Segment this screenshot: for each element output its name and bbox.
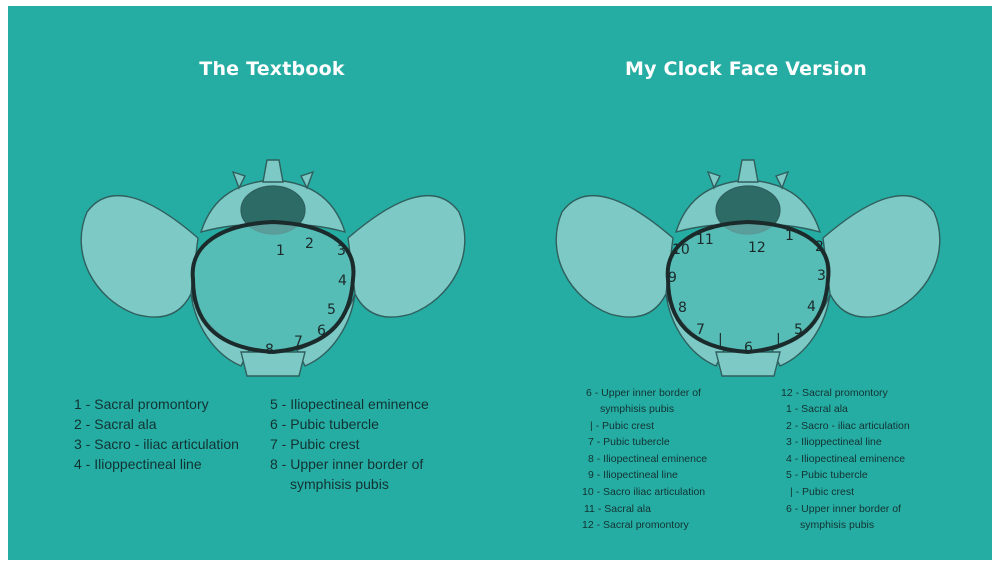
clock-label-4: 4 [807,299,816,315]
legend-item: 7 - Pubic tubercle [588,436,670,448]
clock-label-10: 10 [672,242,690,258]
legend-item: 3 - Ilioppectineal line [786,436,882,448]
legend-item: 12 - Sacral promontory [582,519,689,531]
legend-item: 6 - Pubic tubercle [270,416,379,432]
legend-item: | - Pubic crest [590,420,654,432]
clock-label-9: 9 [668,270,677,286]
legend-item: 5 - Pubic tubercle [786,469,868,481]
label-1: 1 [276,243,285,259]
legend-item: 7 - Pubic crest [270,436,359,452]
clock-label-6: 6 [744,340,753,356]
legend-item: symphisis pubis [290,476,389,492]
legend-item: 4 - Iliopectineal eminence [786,453,905,465]
pelvic-inlet-outline [193,222,354,352]
legend-item: 8 - Iliopectineal eminence [588,453,707,465]
legend-item: symphisis pubis [800,519,874,531]
legend-item: 5 - Iliopectineal eminence [270,396,429,412]
legend-item: | - Pubic crest [790,486,854,498]
legend-item: 6 - Upper inner border of [786,503,901,515]
legend-item: 3 - Sacro - iliac articulation [74,436,239,452]
clock-label-1: 1 [785,228,794,244]
legend-item: symphisis pubis [600,403,674,415]
clock-tick-right: | [776,332,781,348]
clock-label-7: 7 [696,322,705,338]
legend-item: 1 - Sacral promontory [74,396,209,412]
clock-label-8: 8 [678,300,687,316]
diagram-canvas: The Textbook 1 2 3 4 5 6 7 8 1 - Sacral [8,6,992,560]
legend-item: 8 - Upper inner border of [270,456,423,472]
legend-item: 2 - Sacral ala [74,416,156,432]
legend-item: 2 - Sacro - iliac articulation [786,420,910,432]
legend-item: 1 - Sacral ala [786,403,848,415]
label-7: 7 [294,334,303,350]
right-panel-title: My Clock Face Version [566,58,926,80]
clock-label-2: 2 [815,239,824,255]
legend-item: 4 - Ilioppectineal line [74,456,202,472]
clock-face-pelvis-diagram: 12 1 2 3 4 5 | 6 | 7 8 9 10 11 [548,154,948,384]
label-4: 4 [338,273,347,289]
textbook-pelvis-diagram: 1 2 3 4 5 6 7 8 [73,154,473,384]
clock-label-12: 12 [748,240,766,256]
label-3: 3 [337,243,346,259]
legend-item: 6 - Upper inner border of [586,387,701,399]
label-8: 8 [265,342,274,358]
clock-label-3: 3 [817,268,826,284]
legend-item: 9 - Iliopectineal line [588,469,678,481]
clock-tick-left: | [718,332,723,348]
legend-item: 10 - Sacro iliac articulation [582,486,705,498]
label-6: 6 [317,323,326,339]
clock-label-5: 5 [794,322,803,338]
label-2: 2 [305,236,314,252]
legend-item: 12 - Sacral promontory [781,387,888,399]
left-panel-title: The Textbook [92,58,452,80]
clock-label-11: 11 [696,232,714,248]
label-5: 5 [327,302,336,318]
legend-item: 11 - Sacral ala [584,503,651,515]
